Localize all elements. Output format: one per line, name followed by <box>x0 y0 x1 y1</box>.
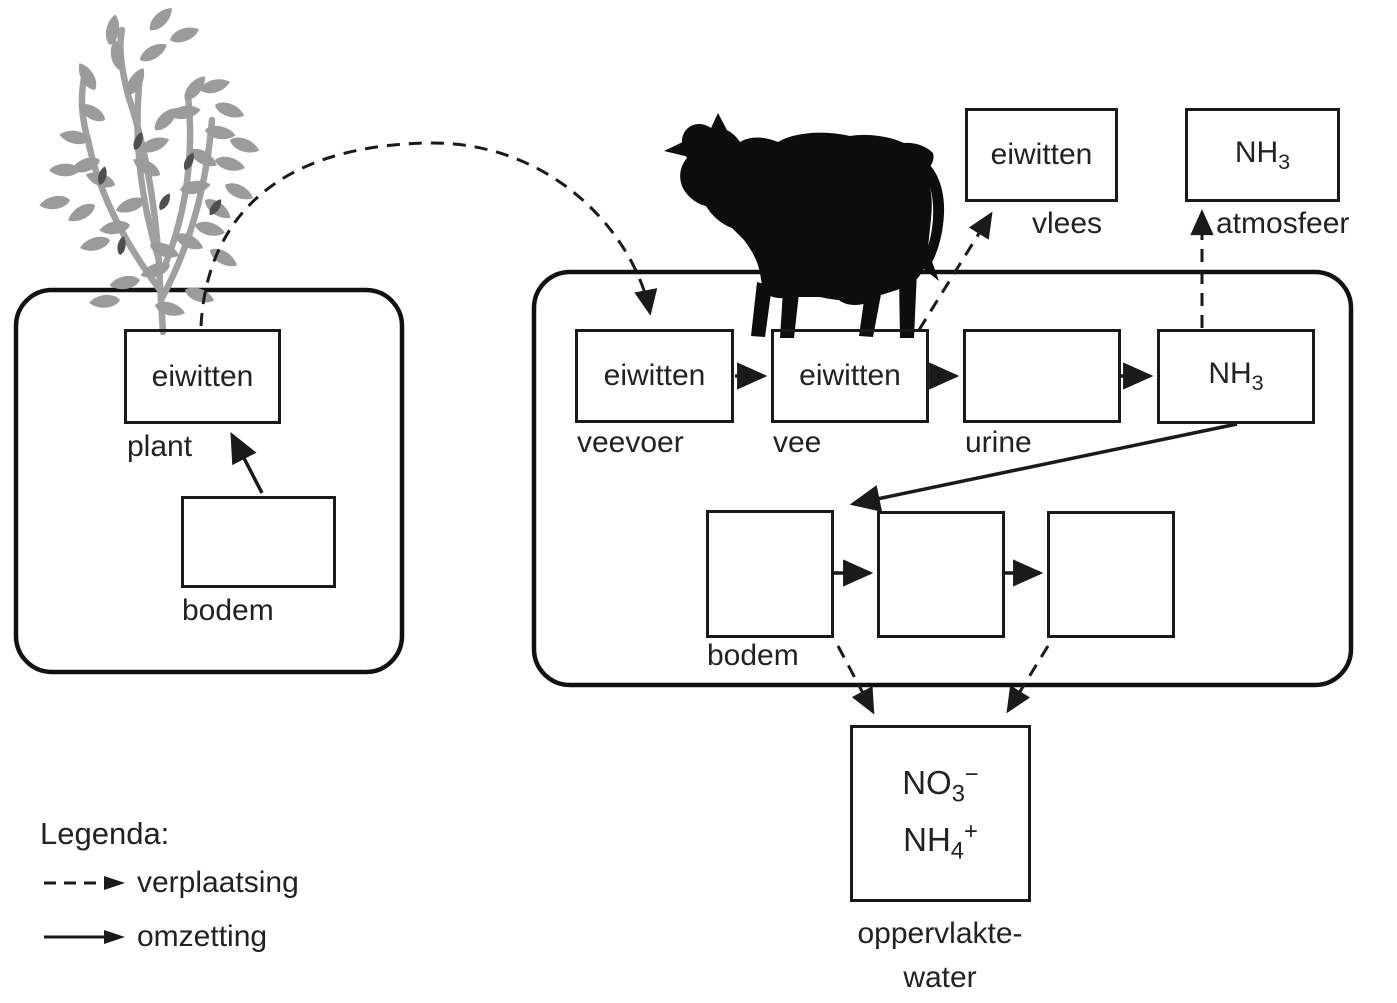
surface-water-chemistry: NO3− NH4+ <box>902 757 979 870</box>
plant-soil-box <box>181 496 336 588</box>
plant-label: plant <box>127 430 193 463</box>
legend-label-omzetting: omzetting <box>137 920 268 953</box>
arrow-plant-to-feed <box>199 141 658 327</box>
nh3-text: NH3 <box>1208 357 1264 395</box>
livestock-compartment-frame <box>531 269 1354 688</box>
cattle-protein-box: eiwitten <box>771 329 929 423</box>
plant-compartment-frame <box>13 287 405 675</box>
soil-box-3 <box>1047 511 1175 638</box>
urine-label: urine <box>965 426 1032 459</box>
surface-water-label-line1: oppervlakte- <box>857 917 1023 950</box>
feed-protein-box: eiwitten <box>575 329 734 423</box>
urine-box <box>963 329 1121 423</box>
soil-box-2 <box>877 511 1005 638</box>
plant-protein-text: eiwitten <box>151 359 254 393</box>
meat-protein-text: eiwitten <box>990 138 1093 171</box>
cattle-label: vee <box>773 426 822 459</box>
nitrate-formula: NO3− <box>902 761 979 808</box>
arrow-nh3-to-soil <box>849 422 1238 512</box>
cow-silhouette-illustration <box>664 113 945 338</box>
atmosphere-label: atmosfeer <box>1216 207 1350 240</box>
surface-water-box: NO3− NH4+ <box>850 725 1031 902</box>
plant-soil-label: bodem <box>182 594 274 627</box>
legend-title: Legenda: <box>40 816 170 851</box>
arrow-soil-to-water-left <box>836 645 875 715</box>
legend-item-verplaatsing: verplaatsing <box>42 866 299 900</box>
arrow-soil-to-water-right <box>1006 645 1050 714</box>
soil-box-1 <box>706 510 834 638</box>
dashed-arrow-icon <box>44 876 125 890</box>
arrow-soil-to-plant-protein <box>230 432 264 494</box>
ammonium-formula: NH4+ <box>903 817 978 865</box>
surface-water-label: oppervlakte- water <box>790 912 1090 1000</box>
plant-sprig-illustration <box>38 3 262 336</box>
cattle-protein-text: eiwitten <box>799 359 901 392</box>
livestock-soil-label: bodem <box>707 639 799 672</box>
feed-protein-text: eiwitten <box>603 359 706 392</box>
meat-label: vlees <box>1032 207 1103 240</box>
meat-protein-box: eiwitten <box>965 108 1118 202</box>
nh3-box: NH3 <box>1157 329 1315 424</box>
solid-arrow-icon <box>44 930 125 944</box>
atmosphere-nh3-text: NH3 <box>1234 135 1291 174</box>
plant-protein-box: eiwitten <box>124 329 281 424</box>
arrow-cattle-to-meat <box>917 211 993 331</box>
feed-label: veevoer <box>577 426 684 459</box>
legend-label-verplaatsing: verplaatsing <box>137 866 299 899</box>
legend-item-omzetting: omzetting <box>42 920 267 954</box>
surface-water-label-line2: water <box>903 961 977 994</box>
atmosphere-nh3-box: NH3 <box>1185 108 1340 202</box>
